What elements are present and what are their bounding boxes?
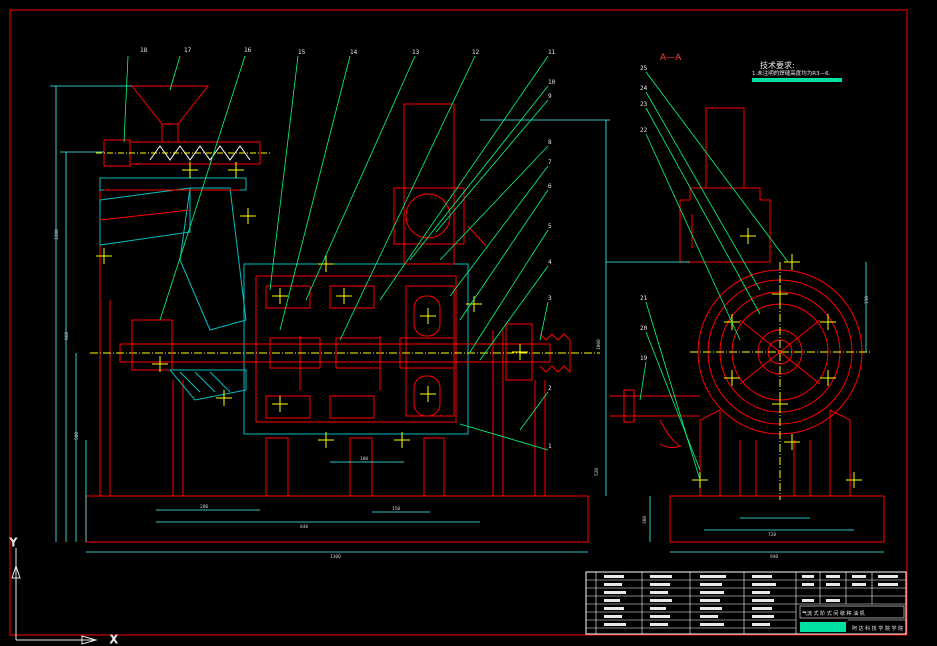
svg-text:20: 20	[640, 325, 648, 332]
title-block: 气流 式 阶 式 间 歇 榨 油 机 阿 达 科 技 学 院 学 院	[585, 571, 907, 635]
svg-text:300: 300	[642, 516, 648, 524]
dimension-values: 1200 860 500 1300 840 280 150 100 1000	[54, 229, 602, 560]
svg-text:10: 10	[548, 79, 556, 86]
front-view: 1200 860 500 1300 840 280 150 100 1000	[50, 47, 610, 560]
svg-text:840: 840	[300, 524, 308, 530]
side-dimension-lines	[606, 261, 884, 553]
svg-text:5: 5	[548, 223, 552, 230]
title-block-highlight	[800, 622, 846, 632]
svg-text:25: 25	[640, 65, 648, 72]
svg-text:1: 1	[548, 443, 552, 450]
leader-lines	[123, 55, 549, 451]
side-circular-housing	[690, 262, 870, 500]
main-shaft	[90, 319, 600, 371]
svg-text:17: 17	[184, 47, 192, 54]
svg-text:1300: 1300	[330, 554, 341, 560]
part-numbers-side: 25 24 23 22 21 20 19	[640, 65, 648, 362]
svg-text:14: 14	[350, 49, 358, 56]
side-outlet-pipe	[610, 389, 700, 449]
side-bolt-marks	[692, 228, 862, 488]
svg-text:11: 11	[548, 49, 556, 56]
hopper	[130, 85, 210, 143]
svg-text:18: 18	[140, 47, 148, 54]
requirements-line: 1.未注明的焊缝高度均为R3—6.	[752, 69, 831, 77]
svg-text:860: 860	[64, 332, 70, 340]
side-base-plate	[669, 495, 885, 543]
svg-text:24: 24	[640, 85, 648, 92]
hatched-wall	[168, 369, 247, 401]
svg-text:280: 280	[200, 504, 208, 510]
side-tower	[679, 107, 771, 263]
side-leader-lines	[639, 71, 789, 481]
center-marks	[96, 162, 528, 448]
ucs-axis-icon: Y X	[9, 536, 119, 646]
press-chamber	[243, 263, 469, 435]
svg-text:22: 22	[640, 127, 648, 134]
svg-text:8: 8	[548, 139, 552, 146]
svg-text:500: 500	[74, 432, 80, 440]
axis-x-label: X	[110, 633, 118, 646]
side-stand	[699, 409, 851, 496]
svg-text:3: 3	[548, 295, 552, 302]
svg-text:21: 21	[640, 295, 648, 302]
drive-pulley	[505, 323, 571, 381]
part-numbers-main: 18 17 16 15 14 13 12 11 10 9 8 7 6 5 4 3…	[140, 47, 556, 450]
svg-text:6: 6	[548, 183, 552, 190]
gearbox-tower	[393, 103, 487, 265]
axis-y-label: Y	[9, 536, 17, 549]
svg-text:12: 12	[472, 49, 480, 56]
requirements-title: 技术要求:	[760, 60, 795, 70]
svg-text:1000: 1000	[596, 339, 602, 350]
frame-legs	[99, 180, 546, 497]
base-plate	[85, 495, 589, 543]
screw-feeder	[96, 139, 270, 167]
svg-text:19: 19	[640, 355, 648, 362]
svg-text:520: 520	[594, 468, 600, 476]
svg-text:23: 23	[640, 101, 648, 108]
svg-text:4: 4	[548, 259, 552, 266]
svg-text:13: 13	[412, 49, 420, 56]
svg-text:9: 9	[548, 93, 552, 100]
svg-text:15: 15	[298, 49, 306, 56]
svg-text:150: 150	[392, 506, 400, 512]
dimension-lines	[50, 85, 610, 553]
svg-text:2: 2	[548, 385, 552, 392]
title-block-school: 阿 达 科 技 学 院 学 院	[852, 625, 903, 632]
requirements-underline	[752, 78, 842, 82]
svg-text:16: 16	[244, 47, 252, 54]
svg-text:7: 7	[548, 159, 552, 166]
side-dimension-values: 940 720 310 300 520	[594, 296, 870, 560]
svg-text:100: 100	[360, 456, 368, 462]
svg-text:1200: 1200	[54, 229, 60, 240]
title-block-drawing-name: 气流 式 阶 式 间 歇 榨 油 机	[802, 610, 865, 617]
side-view: A—A 技术要求: 1.未注明的焊缝高度均为R3—6.	[594, 53, 885, 560]
section-title: A—A	[660, 53, 682, 63]
svg-text:720: 720	[768, 532, 776, 538]
feed-chute	[99, 177, 247, 331]
svg-text:940: 940	[770, 554, 778, 560]
svg-text:310: 310	[864, 296, 870, 304]
drawing-border	[9, 9, 908, 636]
